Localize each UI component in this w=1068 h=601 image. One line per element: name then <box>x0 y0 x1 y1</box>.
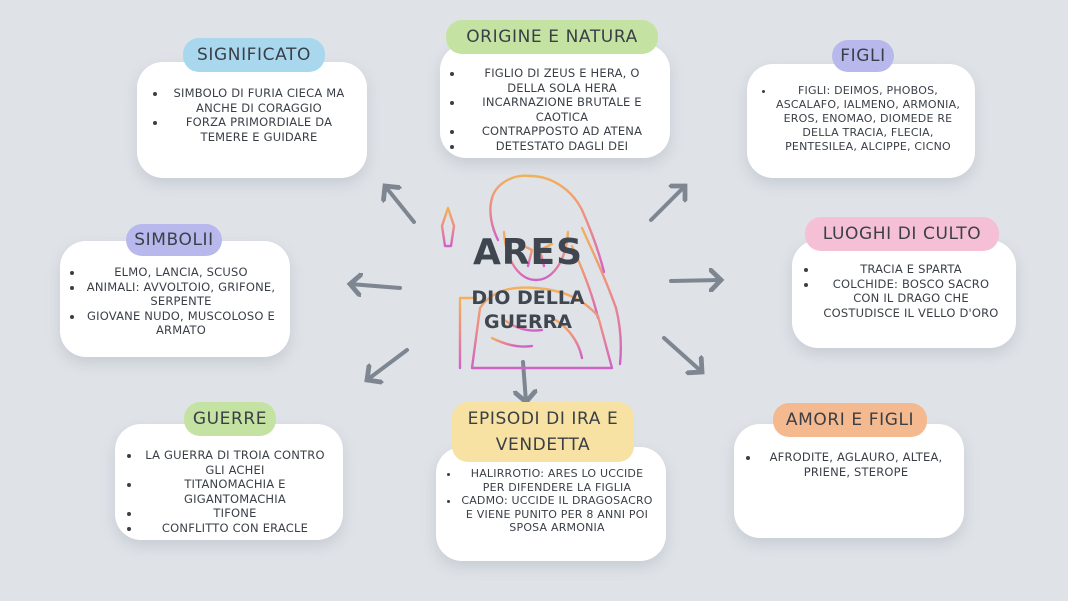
list-simbolii: ELMO, LANCIA, SCUSO ANIMALI: AVVOLTOIO, … <box>64 265 278 338</box>
label-amori: AMORI E FIGLI <box>773 403 927 437</box>
label-simbolii: SIMBOLII <box>126 224 222 256</box>
center-subtitle-line1: DIO DELLA <box>471 287 585 309</box>
list-guerre: LA GUERRA DI TROIA CONTRO GLI ACHEI TITA… <box>121 448 329 535</box>
card-figli: FIGLI: DEIMOS, PHOBOS, ASCALAFO, IALMENO… <box>747 64 975 178</box>
label-luoghi: LUOGHI DI CULTO <box>805 217 999 251</box>
list-item: ANIMALI: AVVOLTOIO, GRIFONE, SERPENTE <box>84 280 278 309</box>
center-title: ARES <box>472 232 584 273</box>
list-item: FIGLI: DEIMOS, PHOBOS, ASCALAFO, IALMENO… <box>775 84 961 154</box>
label-figli: FIGLI <box>832 40 894 72</box>
list-item: FIGLIO DI ZEUS E HERA, O DELLA SOLA HERA <box>464 66 660 95</box>
list-amori: AFRODITE, AGLAURO, ALTEA, PRIENE, STEROP… <box>740 450 952 479</box>
ares-warrior-icon <box>439 170 626 370</box>
label-guerre: GUERRE <box>184 402 276 436</box>
label-episodi-line2: VENDETTA <box>495 435 591 455</box>
list-item: SIMBOLO DI FURIA CIECA MA ANCHE DI CORAG… <box>167 86 351 115</box>
list-item: HALIRROTIO: ARES LO UCCIDE PER DIFENDERE… <box>460 467 654 494</box>
card-amori: AFRODITE, AGLAURO, ALTEA, PRIENE, STEROP… <box>734 424 964 538</box>
label-origine: ORIGINE E NATURA <box>446 20 658 54</box>
label-episodi-line1: EPISODI DI IRA E <box>467 409 619 429</box>
card-luoghi: TRACIA E SPARTA COLCHIDE: BOSCO SACRO CO… <box>792 240 1016 348</box>
list-item: LA GUERRA DI TROIA CONTRO GLI ACHEI <box>141 448 329 477</box>
list-item: TIFONE <box>141 506 329 521</box>
list-figli: FIGLI: DEIMOS, PHOBOS, ASCALAFO, IALMENO… <box>755 84 961 154</box>
list-item: CONFLITTO CON ERACLE <box>141 521 329 536</box>
list-item: TITANOMACHIA E GIGANTOMACHIA <box>141 477 329 506</box>
list-item: COLCHIDE: BOSCO SACRO CON IL DRAGO CHE C… <box>818 277 1004 321</box>
list-item: FORZA PRIMORDIALE DA TEMERE E GUIDARE <box>167 115 351 144</box>
card-episodi: HALIRROTIO: ARES LO UCCIDE PER DIFENDERE… <box>436 447 666 561</box>
arrow-luoghi <box>669 280 721 281</box>
label-significato: SIGNIFICATO <box>183 38 325 72</box>
list-item: AFRODITE, AGLAURO, ALTEA, PRIENE, STEROP… <box>760 450 952 479</box>
list-origine: FIGLIO DI ZEUS E HERA, O DELLA SOLA HERA… <box>444 66 660 153</box>
card-simbolii: ELMO, LANCIA, SCUSO ANIMALI: AVVOLTOIO, … <box>60 241 290 357</box>
center-subtitle-line2: GUERRA <box>484 311 572 333</box>
list-item: GIOVANE NUDO, MUSCOLOSO E ARMATO <box>84 309 278 338</box>
arrow-figli <box>649 186 685 222</box>
list-significato: SIMBOLO DI FURIA CIECA MA ANCHE DI CORAG… <box>147 86 351 144</box>
list-item: INCARNAZIONE BRUTALE E CAOTICA <box>464 95 660 124</box>
arrow-guerre <box>367 348 409 380</box>
label-episodi: EPISODI DI IRA E VENDETTA <box>452 402 634 462</box>
list-item: CONTRAPPOSTO AD ATENA <box>464 124 660 139</box>
arrow-significato <box>385 186 416 224</box>
card-origine: FIGLIO DI ZEUS E HERA, O DELLA SOLA HERA… <box>440 44 670 158</box>
card-significato: SIMBOLO DI FURIA CIECA MA ANCHE DI CORAG… <box>137 62 367 178</box>
list-item: DETESTATO DAGLI DEI <box>464 139 660 154</box>
card-guerre: LA GUERRA DI TROIA CONTRO GLI ACHEI TITA… <box>115 424 343 540</box>
list-item: CADMO: UCCIDE IL DRAGOSACRO E VIENE PUNI… <box>460 494 654 535</box>
list-episodi: HALIRROTIO: ARES LO UCCIDE PER DIFENDERE… <box>440 467 654 535</box>
list-item: ELMO, LANCIA, SCUSO <box>84 265 278 280</box>
arrow-simbolii <box>350 284 402 288</box>
center-subtitle: DIO DELLA GUERRA <box>448 286 608 334</box>
list-item: TRACIA E SPARTA <box>818 262 1004 277</box>
arrow-amori <box>662 336 702 372</box>
list-luoghi: TRACIA E SPARTA COLCHIDE: BOSCO SACRO CO… <box>798 262 1004 320</box>
